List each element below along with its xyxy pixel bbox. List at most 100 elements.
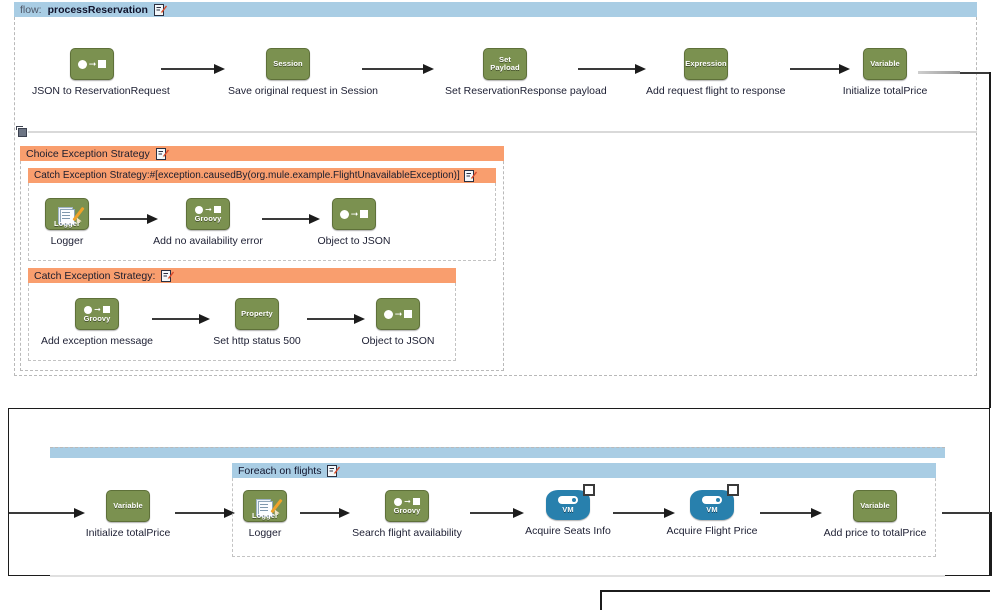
choice-exception-strategy-label: Choice Exception Strategy: [26, 147, 150, 160]
logger-icon: Logger: [45, 198, 89, 230]
choice-exception-strategy-header[interactable]: Choice Exception Strategy: [20, 146, 504, 161]
icon-badge-text: Groovy: [393, 506, 421, 515]
flow-arrow-3: [578, 64, 646, 74]
variable-icon: Variable: [863, 48, 907, 80]
flow-arrow-2: [362, 64, 434, 74]
wrap-entry-arrow: [62, 508, 86, 518]
wrap-connector-line-top: [930, 72, 991, 74]
catch2-arrow-1: [152, 314, 210, 324]
row2-arrow-1: [175, 508, 235, 518]
foreach-arrow-2: [470, 508, 524, 518]
flow-node-label: Acquire Seats Info: [525, 525, 611, 537]
icon-badge-text: Session: [273, 59, 303, 68]
flow-arrow-4: [790, 64, 850, 74]
icon-badge-text: Logger: [53, 219, 80, 228]
catch-exception-strategy-2-label: Catch Exception Strategy:: [34, 269, 156, 282]
flow-continuation-container-next: [600, 590, 990, 610]
flow-node-label: Logger: [248, 527, 282, 539]
flow-node-save-original-request-in-session[interactable]: Session Save original request in Session: [228, 48, 378, 97]
icon-badge-text: Expression: [685, 59, 727, 68]
icon-badge-text: Variable: [870, 59, 900, 68]
flow-name-label: processReservation: [47, 3, 148, 16]
catch2-node-add-exception-message[interactable]: ➞ Groovy Add exception message: [37, 298, 157, 347]
groovy-transformer-icon: ➞ Groovy: [186, 198, 230, 230]
icon-badge-text: Variable: [860, 501, 890, 510]
edit-pencil-icon[interactable]: [153, 3, 167, 16]
flow-header-bar[interactable]: flow: processReservation: [14, 2, 977, 17]
flow-node-initialize-totalprice[interactable]: Variable Initialize totalPrice: [825, 48, 945, 97]
edit-pencil-icon[interactable]: [155, 147, 169, 160]
flow-node-label: Set http status 500: [213, 335, 301, 347]
transformer-icon: ➞: [376, 298, 420, 330]
flow-node-label: Initialize totalPrice: [842, 85, 928, 97]
vm-icon: VM: [690, 484, 739, 520]
icon-badge-text: Property: [241, 309, 273, 318]
flow-node-label: Initialize totalPrice: [85, 527, 171, 539]
catch1-node-object-to-json[interactable]: ➞ Object to JSON: [294, 198, 414, 247]
variable-icon: Variable: [853, 490, 897, 522]
row2-exit-vline: [990, 512, 992, 576]
foreach-node-add-price-to-totalprice[interactable]: Variable Add price to totalPrice: [815, 490, 935, 539]
catch2-node-object-to-json[interactable]: ➞ Object to JSON: [338, 298, 458, 347]
property-icon: Property: [235, 298, 279, 330]
flow-node-label: Search flight availability: [352, 527, 462, 539]
foreach-on-flights-header[interactable]: Foreach on flights: [232, 463, 936, 478]
catch1-arrow-2: [262, 214, 320, 224]
collapse-toggle-icon[interactable]: [16, 126, 27, 137]
transformer-icon: ➞: [70, 48, 114, 80]
flow-node-label: Set ReservationResponse payload: [445, 85, 607, 97]
flow-node-label: Add no availability error: [153, 235, 263, 247]
flow-node-set-reservationresponse-payload[interactable]: Set Payload Set ReservationResponse payl…: [445, 48, 607, 97]
session-variable-icon: Session: [266, 48, 310, 80]
edit-pencil-icon[interactable]: [463, 169, 477, 182]
flow-node-label: Acquire Flight Price: [666, 525, 758, 537]
foreach-node-acquire-seats-info[interactable]: VM Acquire Seats Info: [508, 484, 628, 537]
catch-exception-strategy-2-header[interactable]: Catch Exception Strategy:: [28, 268, 456, 283]
flow-node-label: Add request flight to response: [646, 85, 786, 97]
set-payload-icon: Set Payload: [483, 48, 527, 80]
foreach-on-flights-label: Foreach on flights: [238, 464, 322, 477]
groovy-transformer-icon: ➞ Groovy: [385, 490, 429, 522]
foreach-arrow-1: [300, 508, 350, 518]
catch-exception-strategy-1-header[interactable]: Catch Exception Strategy:#[exception.cau…: [28, 168, 496, 183]
catch2-node-set-http-status-500[interactable]: Property Set http status 500: [197, 298, 317, 347]
icon-badge-text-2: Payload: [490, 63, 520, 72]
flow-arrow-1: [161, 64, 225, 74]
flow-node-label: Logger: [50, 235, 84, 247]
flow-section-divider: [28, 131, 977, 133]
icon-badge-text: VM: [706, 505, 718, 514]
foreach-arrow-4: [760, 508, 822, 518]
flow-header-bar-continuation: [50, 447, 945, 458]
icon-badge-text: Logger: [251, 511, 278, 520]
vm-connector-badge-icon: [583, 484, 595, 496]
catch1-node-add-no-availability-error[interactable]: ➞ Groovy Add no availability error: [148, 198, 268, 247]
transformer-icon: ➞: [332, 198, 376, 230]
vm-connector-badge-icon: [727, 484, 739, 496]
edit-pencil-icon[interactable]: [327, 464, 341, 477]
icon-badge-text: Groovy: [194, 214, 222, 223]
groovy-transformer-icon: ➞ Groovy: [75, 298, 119, 330]
foreach-arrow-3: [613, 508, 675, 518]
foreach-node-acquire-flight-price[interactable]: VM Acquire Flight Price: [652, 484, 772, 537]
foreach-node-logger[interactable]: Logger Logger: [205, 490, 325, 539]
flow-node-add-request-flight-to-response[interactable]: Expression Add request flight to respons…: [646, 48, 786, 97]
wrap-connector-line-right: [989, 72, 991, 408]
expression-icon: Expression: [684, 48, 728, 80]
foreach-node-search-flight-availability[interactable]: ➞ Groovy Search flight availability: [347, 490, 467, 539]
vm-icon: VM: [546, 484, 595, 520]
wrap-entry-line: [9, 512, 77, 514]
catch-exception-strategy-1-label: Catch Exception Strategy:#[exception.cau…: [34, 170, 460, 181]
flow-node-json-to-reservationrequest[interactable]: ➞ JSON to ReservationRequest: [32, 48, 170, 97]
variable-icon: Variable: [106, 490, 150, 522]
catch2-arrow-2: [307, 314, 365, 324]
icon-badge-text: VM: [562, 505, 574, 514]
row2-node-initialize-totalprice[interactable]: Variable Initialize totalPrice: [68, 490, 188, 539]
flow-node-label: Add exception message: [40, 335, 154, 347]
row2-exit-line: [942, 512, 992, 514]
flow-node-label: Add price to totalPrice: [823, 527, 927, 539]
flow-node-label: Object to JSON: [361, 335, 435, 347]
catch1-node-logger[interactable]: Logger Logger: [7, 198, 127, 247]
edit-pencil-icon[interactable]: [161, 269, 175, 282]
logger-icon: Logger: [243, 490, 287, 522]
